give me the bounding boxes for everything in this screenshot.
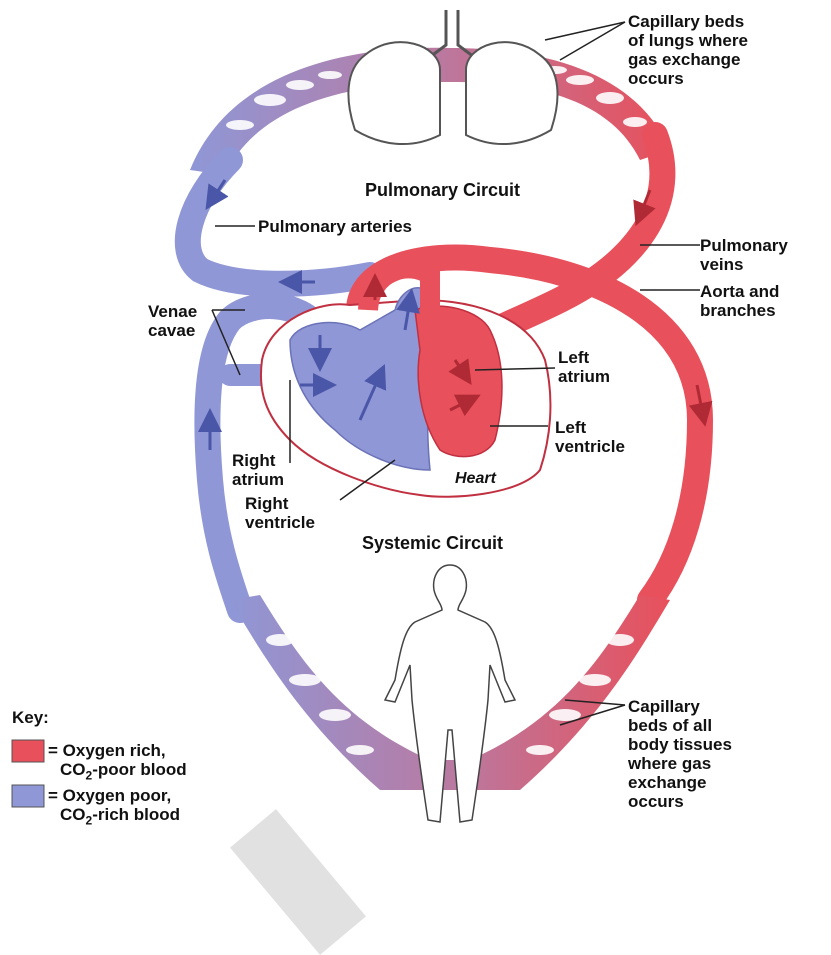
key-oxygen-poor-suffix: -rich blood bbox=[92, 805, 180, 824]
key-oxygen-rich-suffix: -poor blood bbox=[92, 760, 186, 779]
systemic-circuit-title: Systemic Circuit bbox=[362, 533, 503, 554]
key-oxygen-rich-text: = Oxygen rich, CO2-poor blood bbox=[48, 741, 187, 785]
key-oxygen-poor-text: = Oxygen poor, CO2-rich blood bbox=[48, 786, 180, 830]
pulmonary-arteries-label: Pulmonary arteries bbox=[258, 217, 412, 236]
key-oxygen-poor-line1: = Oxygen poor, bbox=[48, 786, 171, 805]
key-oxygen-rich-prefix: CO bbox=[60, 760, 86, 779]
aorta-label: Aorta and branches bbox=[700, 282, 779, 320]
key-oxygen-rich-line1: = Oxygen rich, bbox=[48, 741, 166, 760]
right-atrium-label: Right atrium bbox=[232, 451, 284, 489]
key-title: Key: bbox=[12, 708, 49, 728]
pulmonary-circuit-title: Pulmonary Circuit bbox=[365, 180, 520, 201]
key-swatch-oxygen-poor bbox=[12, 785, 44, 807]
pulmonary-veins-label: Pulmonary veins bbox=[700, 236, 788, 274]
capillary-lungs-label: Capillary beds of lungs where gas exchan… bbox=[628, 12, 748, 88]
key-swatch-oxygen-rich bbox=[12, 740, 44, 762]
left-atrium-label: Left atrium bbox=[558, 348, 610, 386]
capillary-body-label: Capillary beds of all body tissues where… bbox=[628, 697, 732, 811]
key-oxygen-rich-line2: CO2-poor blood bbox=[48, 760, 187, 779]
venae-cavae-label: Venae cavae bbox=[148, 302, 197, 340]
key-oxygen-poor-prefix: CO bbox=[60, 805, 86, 824]
heart-label: Heart bbox=[455, 470, 496, 488]
left-ventricle-label: Left ventricle bbox=[555, 418, 625, 456]
right-ventricle-label: Right ventricle bbox=[245, 494, 315, 532]
key-oxygen-poor-line2: CO2-rich blood bbox=[48, 805, 180, 824]
